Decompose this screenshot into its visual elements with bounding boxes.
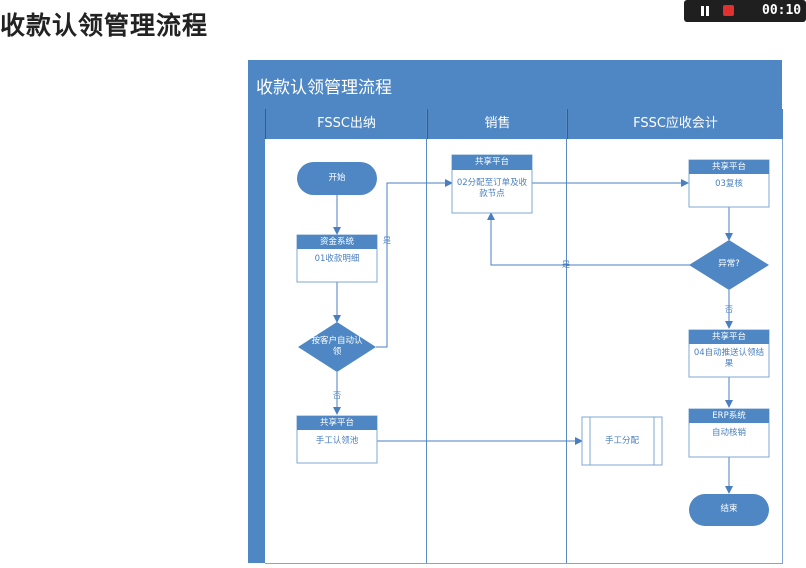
assign-body-label: 02分配至订单及收款节点 — [456, 178, 528, 199]
erp-body-label: 自动核销 — [711, 428, 746, 438]
erp-header-label: ERP系统 — [712, 411, 746, 421]
edge-label-yes: 是 — [562, 260, 570, 269]
lane-side-strip — [248, 109, 265, 563]
lane-separator — [566, 109, 567, 563]
push-header-label: 共享平台 — [711, 332, 746, 342]
end-label: 结束 — [720, 504, 738, 514]
cash-system-body-label: 01收款明细 — [314, 254, 360, 264]
lane-header-fssc-cashier: FSSC出纳 — [265, 109, 427, 139]
review-header — [689, 160, 769, 174]
abnormal-label: 异常? — [718, 259, 740, 269]
assign-header-label: 共享平台 — [474, 157, 509, 167]
cash-system-header-label: 资金系统 — [319, 237, 354, 247]
cash-system-header — [297, 235, 377, 249]
manual-pool-body-label: 手工认领池 — [315, 436, 359, 446]
diagram-title: 收款认领管理流程 — [256, 78, 392, 98]
start-label: 开始 — [328, 173, 346, 183]
edge-claim-to-assign — [376, 179, 453, 348]
manual-assign-node — [581, 416, 663, 466]
auto-claim-label: 按客户自动认领 — [311, 336, 363, 357]
edge-abnormal-to-assign — [487, 212, 690, 266]
push-body-label: 04自动推送认领结果 — [693, 348, 765, 369]
assign-header — [452, 155, 532, 170]
manual-pool-header-label: 共享平台 — [319, 418, 354, 428]
pause-icon[interactable] — [700, 6, 710, 16]
flow-graphics — [296, 154, 770, 526]
flowchart: 收款认领管理流程 FSSC出纳 销售 FSSC应收会计 — [248, 60, 783, 564]
lane-header-fssc-ar: FSSC应收会计 — [567, 109, 783, 139]
review-header-label: 共享平台 — [711, 162, 746, 172]
start-node — [297, 162, 377, 195]
erp-header — [689, 409, 769, 423]
stop-icon[interactable] — [723, 5, 734, 16]
edge-label-no: 否 — [725, 305, 733, 314]
end-node — [689, 494, 769, 526]
screen-recorder-bar: 00:10 — [684, 0, 806, 22]
lane-header-sales: 销售 — [427, 109, 567, 139]
review-body-label: 03复核 — [715, 179, 743, 189]
auto-claim-decision — [298, 322, 376, 372]
push-header — [689, 330, 769, 344]
lane-separator — [426, 109, 427, 563]
abnormal-decision — [689, 240, 769, 290]
edge-label-yes: 是 — [383, 236, 391, 245]
recording-timer: 00:10 — [762, 3, 802, 18]
page-title: 收款认领管理流程 — [0, 11, 209, 40]
manual-pool-header — [297, 416, 377, 430]
edge-label-no: 否 — [333, 391, 341, 400]
diagram-title-bar: 收款认领管理流程 — [248, 60, 782, 109]
manual-assign-label: 手工分配 — [604, 436, 639, 446]
